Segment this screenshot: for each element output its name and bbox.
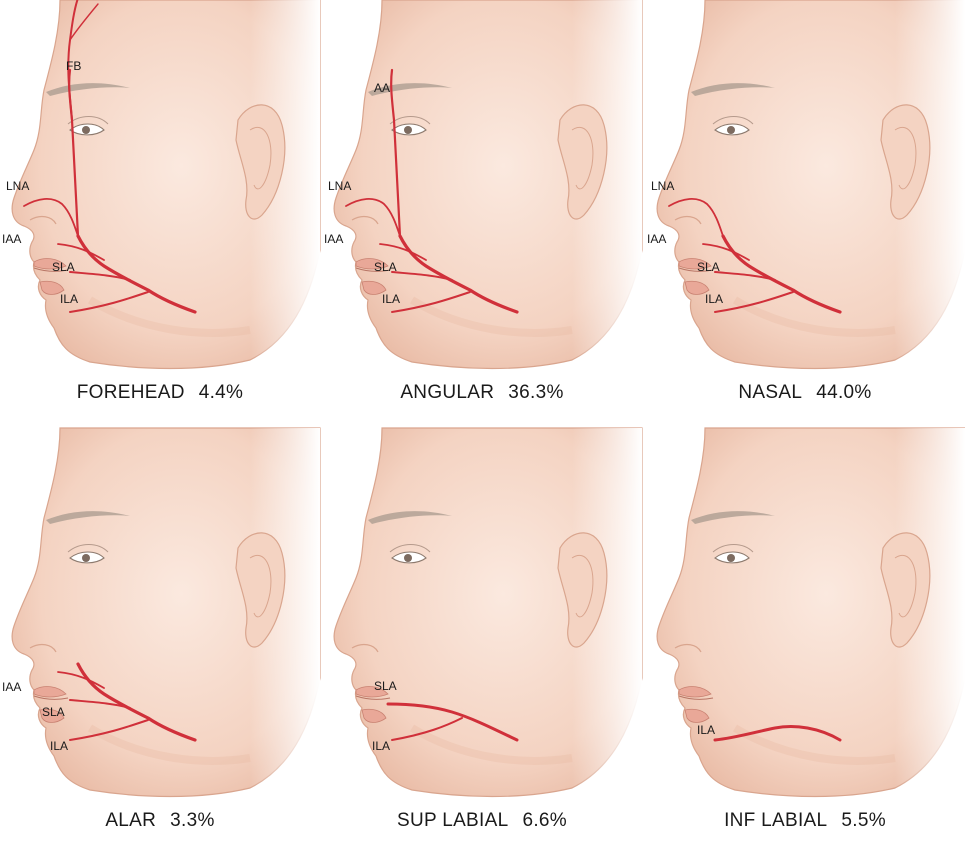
artery-label-ila: ILA [382, 292, 400, 306]
variant-percent: 3.3% [170, 810, 215, 832]
panel-caption: INF LABIAL 5.5% [645, 810, 965, 832]
face-illustration: LNA IAA SLA ILA [645, 0, 965, 380]
artery-label-iaa: IAA [2, 232, 21, 246]
panel-caption: ANGULAR 36.3% [322, 382, 642, 404]
artery-label-ila: ILA [50, 739, 68, 753]
variant-name: INF LABIAL [724, 810, 827, 832]
artery-label-iaa: IAA [2, 680, 21, 694]
face-illustration: SLA ILA [322, 428, 642, 808]
artery-label-ila: ILA [372, 739, 390, 753]
panel-caption: FOREHEAD 4.4% [0, 382, 320, 404]
artery-label-sla: SLA [374, 260, 397, 274]
panel-angular: AA LNA IAA SLA ILA ANGULAR 36.3% [322, 0, 642, 428]
variant-percent: 4.4% [199, 382, 244, 404]
panel-nasal: LNA IAA SLA ILA NASAL 44.0% [645, 0, 965, 428]
panel-caption: ALAR 3.3% [0, 810, 320, 832]
artery-label-sla: SLA [52, 260, 75, 274]
variant-name: ALAR [105, 810, 156, 832]
face-illustration: FB LNA IAA SLA ILA [0, 0, 320, 380]
artery-label-sla: SLA [42, 705, 65, 719]
panel-caption: NASAL 44.0% [645, 382, 965, 404]
variant-percent: 5.5% [841, 810, 886, 832]
variant-percent: 44.0% [816, 382, 871, 404]
artery-label-lna: LNA [328, 179, 351, 193]
variant-percent: 36.3% [508, 382, 563, 404]
artery-label-sla: SLA [374, 679, 397, 693]
panel-suplabial: SLA ILA SUP LABIAL 6.6% [322, 428, 642, 856]
panel-caption: SUP LABIAL 6.6% [322, 810, 642, 832]
artery-label-lna: LNA [651, 179, 674, 193]
artery-label-iaa: IAA [324, 232, 343, 246]
variant-name: SUP LABIAL [397, 810, 508, 832]
variant-name: NASAL [738, 382, 802, 404]
artery-label-aa: AA [374, 81, 390, 95]
panel-forehead: FB LNA IAA SLA ILA FOREHEAD 4.4% [0, 0, 320, 428]
artery-label-ila: ILA [705, 292, 723, 306]
face-illustration: IAA SLA ILA [0, 428, 320, 808]
artery-label-sla: SLA [697, 260, 720, 274]
artery-label-ila: ILA [697, 723, 715, 737]
artery-label-ila: ILA [60, 292, 78, 306]
artery-label-iaa: IAA [647, 232, 666, 246]
face-illustration: AA LNA IAA SLA ILA [322, 0, 642, 380]
variant-name: FOREHEAD [77, 382, 185, 404]
variant-name: ANGULAR [400, 382, 494, 404]
variant-percent: 6.6% [522, 810, 567, 832]
artery-label-fb: FB [66, 59, 81, 73]
face-illustration: ILA [645, 428, 965, 808]
artery-label-lna: LNA [6, 179, 29, 193]
panel-alar: IAA SLA ILA ALAR 3.3% [0, 428, 320, 856]
panel-inflabial: ILA INF LABIAL 5.5% [645, 428, 965, 856]
